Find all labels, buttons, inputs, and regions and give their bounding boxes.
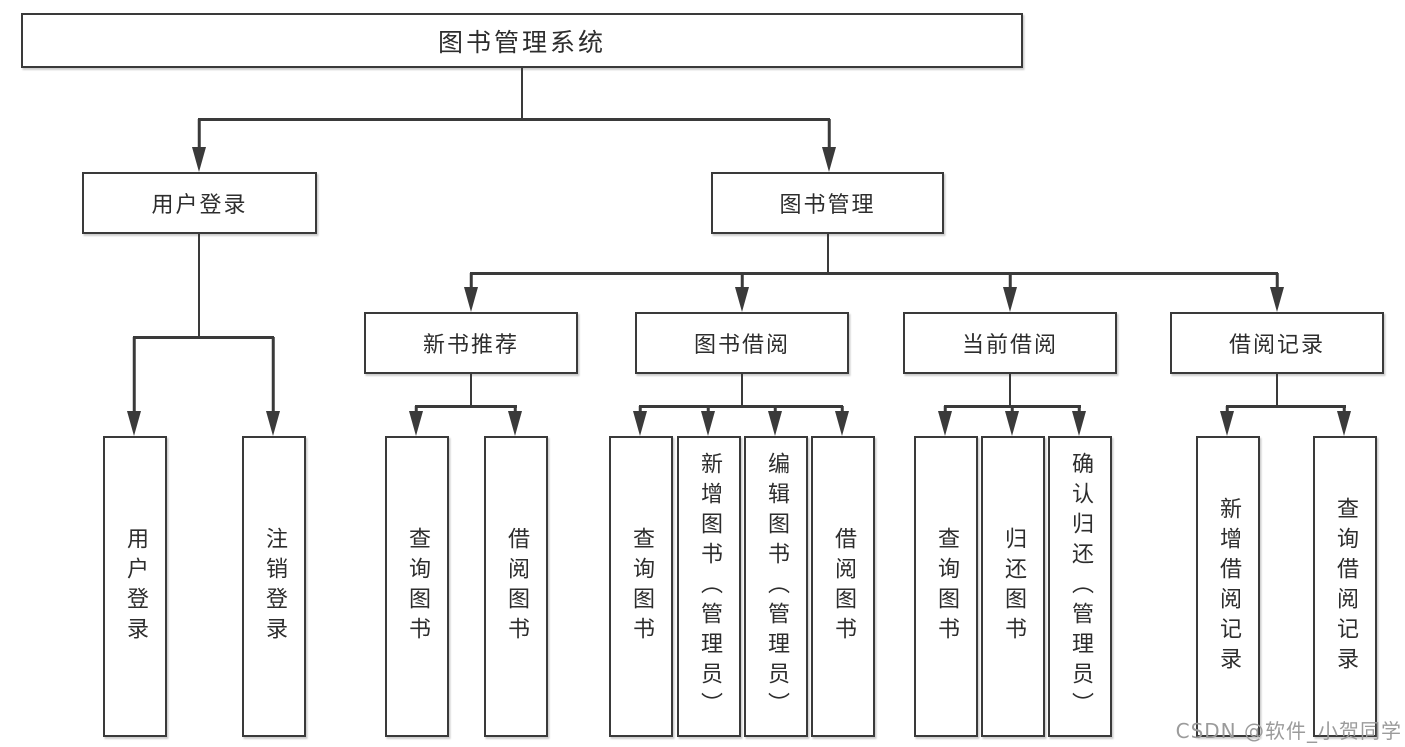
node-label-new-book-recommend: 新书推荐	[422, 333, 519, 358]
node-box-current-borrowing: 当前借阅	[903, 312, 1117, 374]
node-box-leaf-cb-confirm-return: 确认归还（管理员）	[1048, 436, 1112, 737]
node-label-book-borrowing: 图书借阅	[693, 333, 790, 358]
connector-stem-root	[520, 68, 524, 119]
connector-branch-root	[197, 118, 830, 121]
arrow-down-icon	[265, 337, 281, 436]
node-box-leaf-cb-return-books: 归还图书	[981, 436, 1045, 737]
connector-stem-user-login	[197, 234, 201, 337]
connector-branch-new-book-recommend	[414, 405, 517, 408]
connector-stem-new-book-recommend	[469, 374, 473, 407]
node-box-book-borrowing: 图书借阅	[635, 312, 849, 374]
connector-stem-book-borrowing	[740, 374, 744, 407]
node-label-leaf-bb-add-books: 新增图书（管理员）	[697, 451, 722, 722]
node-box-new-book-recommend: 新书推荐	[364, 312, 578, 374]
node-label-book-management: 图书管理	[779, 193, 876, 218]
arrow-down-icon	[1002, 273, 1018, 312]
node-box-leaf-bb-query-books: 查询图书	[609, 436, 673, 737]
arrow-down-icon	[767, 406, 783, 436]
connector-branch-book-management	[469, 272, 1279, 275]
node-box-leaf-cb-query-books: 查询图书	[914, 436, 978, 737]
connector-branch-user-login	[132, 336, 274, 339]
node-label-leaf-br-query-record: 查询借阅记录	[1333, 496, 1358, 677]
node-label-current-borrowing: 当前借阅	[961, 333, 1058, 358]
arrow-down-icon	[1269, 273, 1285, 312]
connector-stem-borrowing-records	[1275, 374, 1279, 407]
arrow-down-icon	[463, 273, 479, 312]
node-box-borrowing-records: 借阅记录	[1170, 312, 1384, 374]
arrow-down-icon	[821, 119, 837, 172]
node-label-user-login: 用户登录	[151, 193, 248, 218]
node-box-user-login: 用户登录	[82, 172, 317, 234]
node-label-root: 图书管理系统	[437, 27, 606, 57]
node-box-leaf-bb-borrow-books: 借阅图书	[811, 436, 875, 737]
arrow-down-icon	[1336, 406, 1352, 436]
arrow-down-icon	[700, 406, 716, 436]
arrow-down-icon	[126, 337, 142, 436]
node-label-leaf-rec-query-books: 查询图书	[405, 526, 430, 647]
node-box-leaf-bb-edit-books: 编辑图书（管理员）	[744, 436, 808, 737]
arrow-down-icon	[937, 406, 953, 436]
arrow-down-icon	[191, 119, 207, 172]
connector-branch-borrowing-records	[1225, 405, 1346, 408]
watermark-text: CSDN @软件_小贺同学	[1175, 719, 1402, 743]
node-label-leaf-br-add-record: 新增借阅记录	[1216, 496, 1241, 677]
node-label-leaf-cb-return-books: 归还图书	[1001, 526, 1026, 647]
arrow-down-icon	[1219, 406, 1235, 436]
node-box-book-management: 图书管理	[711, 172, 944, 234]
node-box-leaf-br-add-record: 新增借阅记录	[1196, 436, 1260, 737]
node-label-leaf-bb-edit-books: 编辑图书（管理员）	[764, 451, 789, 722]
node-box-leaf-user-login: 用户登录	[103, 436, 167, 737]
connector-branch-book-borrowing	[638, 405, 843, 408]
node-label-leaf-logout: 注销登录	[262, 526, 287, 647]
node-box-leaf-logout: 注销登录	[242, 436, 306, 737]
node-box-leaf-bb-add-books: 新增图书（管理员）	[677, 436, 741, 737]
arrow-down-icon	[632, 406, 648, 436]
node-label-leaf-cb-query-books: 查询图书	[934, 526, 959, 647]
arrow-down-icon	[1004, 406, 1020, 436]
arrow-down-icon	[507, 406, 523, 436]
node-label-leaf-cb-confirm-return: 确认归还（管理员）	[1068, 451, 1093, 722]
node-box-root: 图书管理系统	[21, 13, 1023, 68]
node-label-leaf-bb-query-books: 查询图书	[629, 526, 654, 647]
arrow-down-icon	[734, 273, 750, 312]
arrow-down-icon	[834, 406, 850, 436]
arrow-down-icon	[408, 406, 424, 436]
arrow-down-icon	[1071, 406, 1087, 436]
node-label-leaf-bb-borrow-books: 借阅图书	[831, 526, 856, 647]
node-label-leaf-user-login: 用户登录	[123, 526, 148, 647]
node-label-borrowing-records: 借阅记录	[1228, 333, 1325, 358]
node-box-leaf-rec-borrow-books: 借阅图书	[484, 436, 548, 737]
connector-stem-current-borrowing	[1008, 374, 1012, 407]
node-label-leaf-rec-borrow-books: 借阅图书	[504, 526, 529, 647]
connector-stem-book-management	[826, 234, 830, 273]
node-box-leaf-rec-query-books: 查询图书	[385, 436, 449, 737]
node-box-leaf-br-query-record: 查询借阅记录	[1313, 436, 1377, 737]
